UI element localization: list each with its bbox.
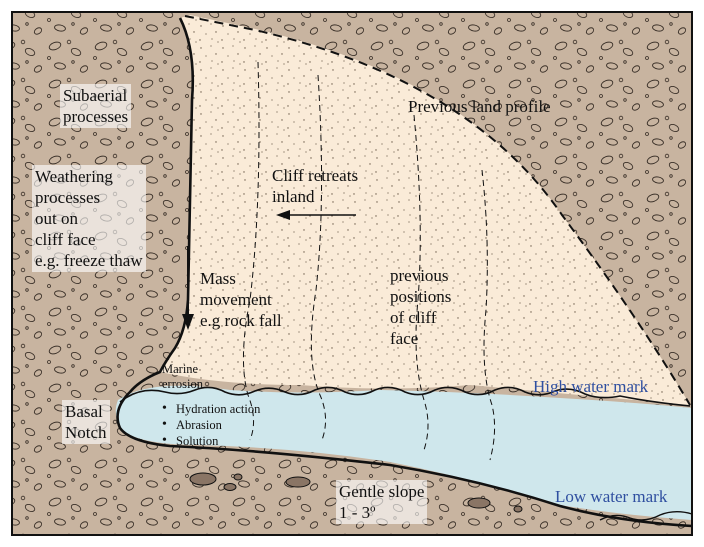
boulder xyxy=(190,473,216,485)
process-item-abrasion: Abrasion xyxy=(160,417,260,433)
gentle-slope-label: Gentle slope 1 - 3º xyxy=(336,480,427,524)
cliff-retreats-label: Cliff retreats inland xyxy=(272,165,358,207)
marine-erosion-label: Marine errosion xyxy=(162,362,203,392)
previous-profile-label: Previous land profile xyxy=(408,96,551,117)
weathering-label: Weathering processes out on cliff face e… xyxy=(32,165,146,272)
low-water-label: Low water mark xyxy=(555,486,667,507)
previous-positions-label: previous positions of cliff face xyxy=(390,265,451,349)
boulder xyxy=(224,484,236,491)
boulder xyxy=(514,506,522,512)
boulder xyxy=(468,498,490,508)
boulder xyxy=(234,474,242,480)
subaerial-label: Subaerial processes xyxy=(60,84,131,128)
process-item-solution: Solution xyxy=(160,433,260,449)
basal-notch-label: Basal Notch xyxy=(62,400,110,444)
high-water-label: High water mark xyxy=(533,376,648,397)
mass-movement-label: Mass movement e.g rock fall xyxy=(200,268,282,331)
marine-process-list: Hydration action Abrasion Solution xyxy=(160,401,260,449)
process-item-hydration: Hydration action xyxy=(160,401,260,417)
boulder xyxy=(286,477,310,487)
